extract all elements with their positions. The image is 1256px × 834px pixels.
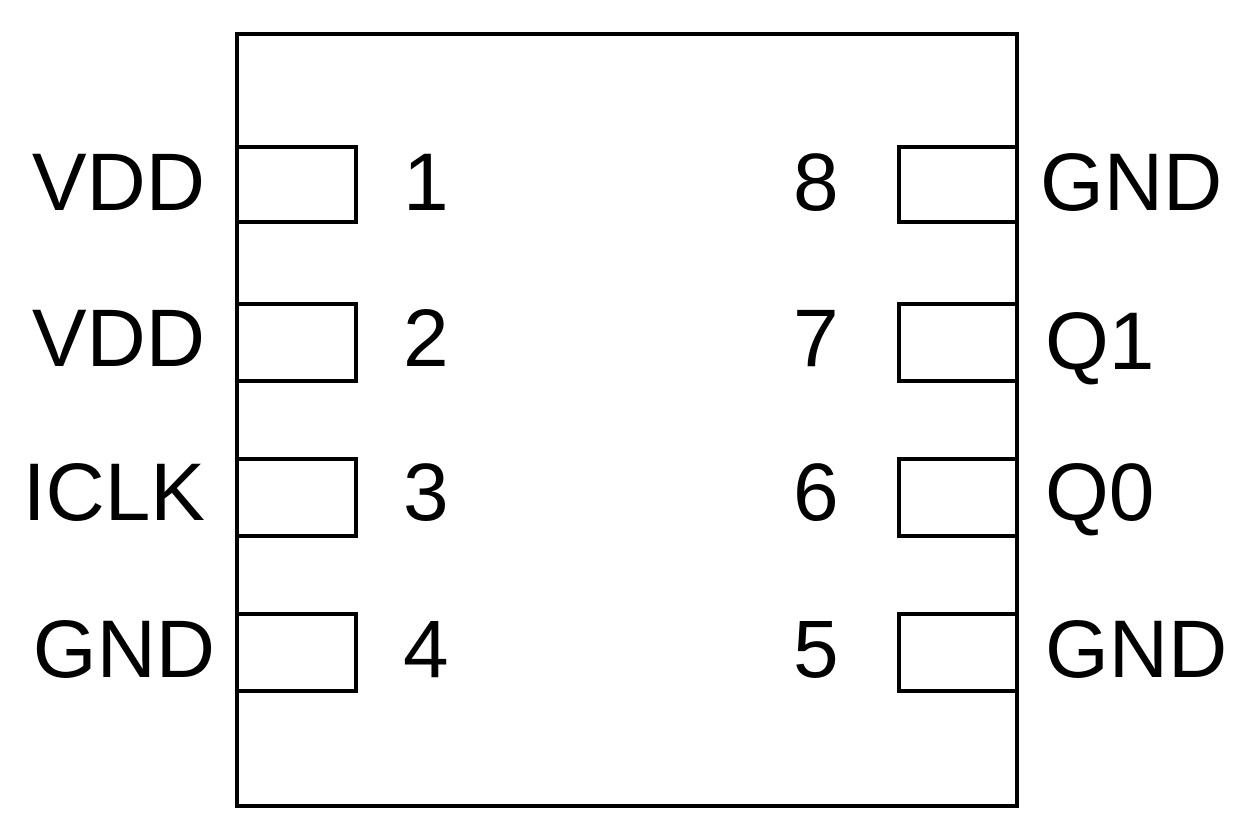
pin-number-8: 8 — [793, 137, 839, 228]
package-body — [235, 32, 1019, 808]
pin-pad-7 — [897, 302, 1019, 383]
pin-number-2: 2 — [403, 293, 449, 384]
pin-name-8: GND — [1040, 137, 1222, 228]
pin-name-2: VDD — [32, 293, 205, 384]
pin-pad-4 — [235, 612, 358, 693]
pin-number-1: 1 — [403, 137, 449, 228]
pin-pad-1 — [235, 145, 358, 224]
pin-number-3: 3 — [403, 447, 449, 538]
pin-number-4: 4 — [403, 604, 449, 695]
pin-name-6: Q0 — [1045, 447, 1154, 538]
pin-pad-5 — [897, 612, 1019, 693]
pin-number-6: 6 — [793, 447, 839, 538]
pin-name-7: Q1 — [1045, 296, 1154, 387]
pin-pad-6 — [897, 457, 1019, 538]
pin-number-7: 7 — [793, 293, 839, 384]
pin-name-5: GND — [1045, 604, 1227, 695]
pin-pad-2 — [235, 302, 358, 383]
pin-pad-8 — [897, 145, 1019, 224]
pin-name-1: VDD — [32, 137, 205, 228]
pin-name-4: GND — [33, 604, 215, 695]
pin-pad-3 — [235, 457, 358, 538]
pin-name-3: ICLK — [23, 447, 205, 538]
pin-number-5: 5 — [793, 604, 839, 695]
